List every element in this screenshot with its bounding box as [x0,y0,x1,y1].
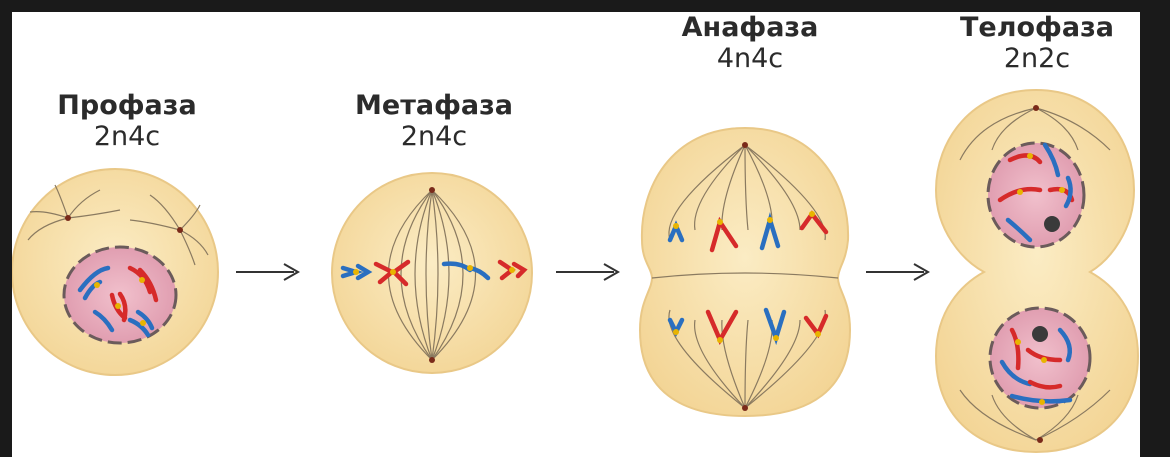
telophase-title: Телофаза [960,12,1114,43]
prophase-label: Профаза 2n4c [27,90,227,152]
telophase-spindle-fibers [959,107,1111,441]
telophase-chromosomes [997,142,1075,404]
prophase-centriole-2 [177,227,183,233]
telophase-centriole-bottom [1037,437,1043,443]
metaphase-centriole-bottom [429,357,435,363]
metaphase-title: Метафаза [355,90,513,121]
metaphase-centriole-top [429,187,435,193]
prophase-cell [12,168,219,376]
telophase-centriole-top [1033,105,1039,111]
arrow-prophase-to-metaphase [236,263,301,281]
prophase-ploidy: 2n4c [93,121,161,152]
anaphase-title: Анафаза [681,12,819,43]
prophase-centromeres [94,277,146,326]
prophase-title: Профаза [57,90,197,121]
prophase-chromosomes [77,265,159,338]
telophase-centromeres [1015,153,1065,405]
arrow-anaphase-to-telophase [866,263,931,281]
anaphase-centromeres [673,211,821,343]
metaphase-cell [331,172,533,374]
anaphase-centriole-bottom [742,405,748,411]
metaphase-ploidy: 2n4c [400,121,468,152]
nucleolus-top [1044,216,1060,232]
arrow-metaphase-to-anaphase [556,263,621,281]
mitosis-illustration [12,88,1140,454]
diagram-frame: Профаза 2n4c Метафаза 2n4c Анафаза 4n4c … [12,12,1140,457]
metaphase-centromeres [353,265,515,275]
anaphase-cell [638,126,852,418]
anaphase-centriole-top [742,142,748,148]
anaphase-label: Анафаза 4n4c [650,12,850,74]
prophase-spindle-fibers [27,184,209,266]
metaphase-label: Метафаза 2n4c [334,90,534,152]
telophase-cell [934,88,1140,454]
prophase-centriole-1 [65,215,71,221]
anaphase-ploidy: 4n4c [716,43,784,74]
telophase-label: Телофаза 2n2c [937,12,1137,74]
nucleolus-bottom [1032,326,1048,342]
telophase-ploidy: 2n2c [1003,43,1071,74]
